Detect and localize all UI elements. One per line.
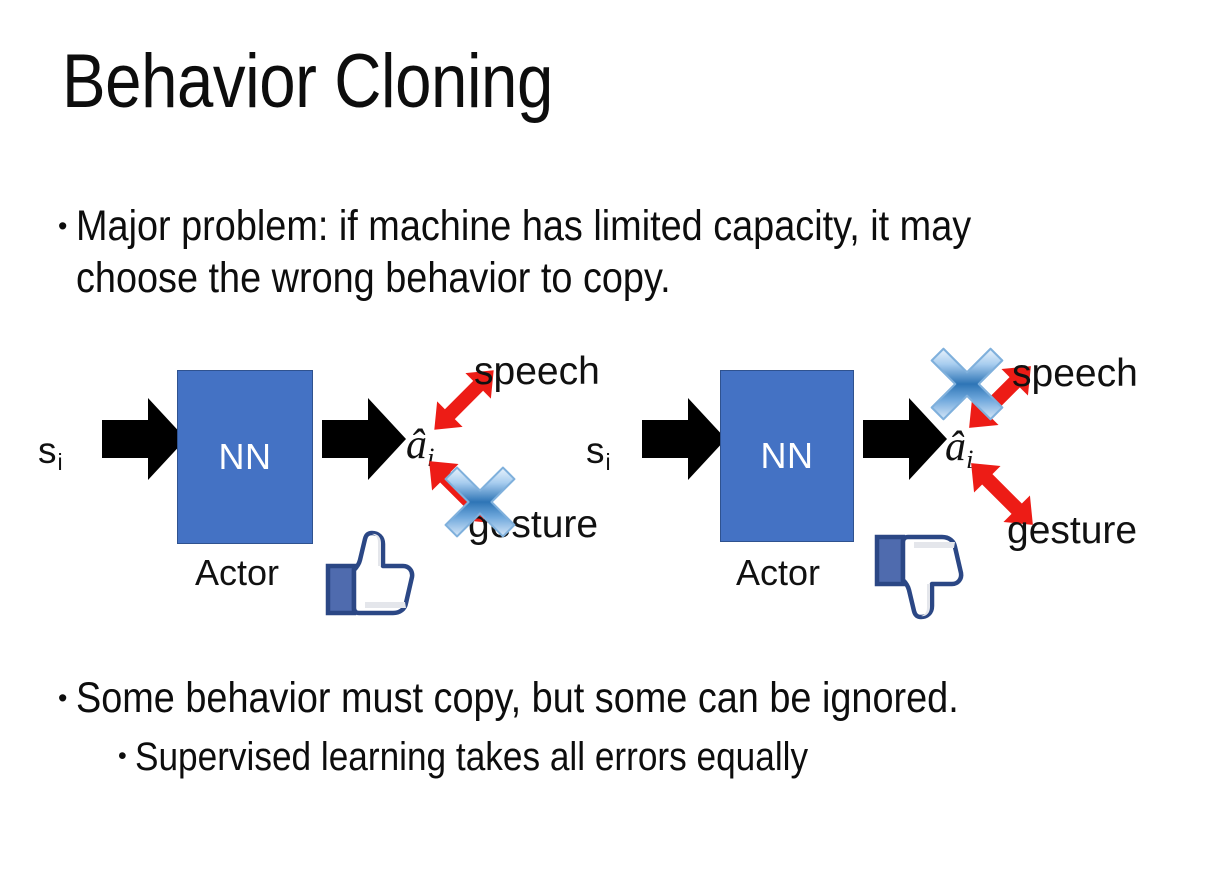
left-input-state-label: si	[38, 430, 63, 476]
bullet-item-1: • Major problem: if machine has limited …	[58, 200, 1158, 305]
right-nn-label: NN	[760, 435, 814, 476]
bullet-text-1: Major problem: if machine has limited ca…	[76, 202, 972, 303]
right-branch-label-speech: speech	[1012, 352, 1138, 395]
right-branch-arrow-gesture-icon	[971, 463, 1033, 525]
bullet-text-3: Supervised learning takes all errors equ…	[135, 735, 809, 779]
right-output-action-label: âi	[945, 424, 974, 475]
left-branch-arrow-speech-icon	[434, 370, 494, 430]
right-cross-out-icon	[930, 347, 1004, 421]
diagram-left: si NN Actor âi speech	[10, 330, 610, 630]
bullet-text-2: Some behavior must copy, but some can be…	[76, 674, 960, 722]
thumbs-down-icon	[874, 534, 964, 620]
bullet-marker-icon: •	[118, 742, 127, 770]
left-cross-out-icon	[444, 466, 516, 538]
right-input-state-label: si	[586, 430, 611, 476]
bullet-marker-icon: •	[58, 682, 68, 713]
thumbs-up-icon	[325, 530, 415, 616]
bullet-marker-icon: •	[58, 210, 68, 241]
bullet-item-2: • Some behavior must copy, but some can …	[58, 672, 1178, 724]
left-output-action-label: âi	[406, 422, 435, 473]
left-output-arrow-icon	[322, 398, 406, 480]
left-actor-label: Actor	[195, 552, 280, 593]
right-nn-box: NN	[720, 370, 854, 542]
right-actor-label: Actor	[736, 552, 821, 593]
bullet-item-3: • Supervised learning takes all errors e…	[118, 733, 1178, 782]
page-title: Behavior Cloning	[62, 39, 553, 124]
right-branch-label-gesture: gesture	[1007, 509, 1138, 552]
diagram-right: si NN Actor âi speech	[570, 330, 1190, 630]
left-nn-label: NN	[218, 436, 272, 477]
right-input-arrow-icon	[642, 398, 726, 480]
left-branch-label-speech: speech	[474, 350, 600, 393]
right-output-arrow-icon	[863, 398, 947, 480]
left-nn-box: NN	[177, 370, 313, 544]
left-input-arrow-icon	[102, 398, 186, 480]
